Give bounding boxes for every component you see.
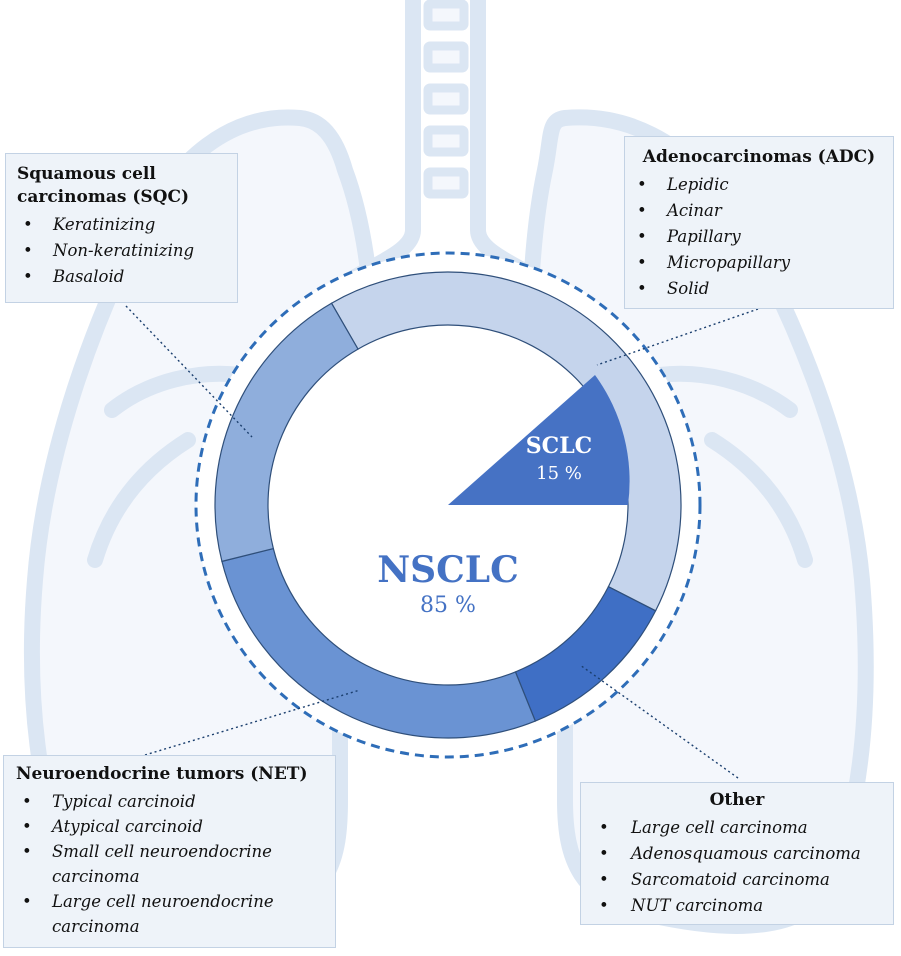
- adc-segment: [330, 271, 682, 612]
- list-item: Acinar: [631, 198, 893, 224]
- adc-title: Adenocarcinomas (ADC): [642, 147, 876, 167]
- sqc-connector-line: [125, 305, 253, 438]
- net-list: Typical carcinoid Atypical carcinoid Sma…: [16, 789, 335, 939]
- sqc-list: Keratinizing Non-keratinizing Basaloid: [17, 212, 237, 290]
- sclc-label: SCLC: [525, 433, 593, 459]
- nsclc-label: NSCLC: [377, 549, 519, 591]
- trachea-rings: [423, 0, 469, 199]
- other-list: Large cell carcinoma Adenosquamous carci…: [587, 815, 893, 919]
- list-item: Papillary: [631, 224, 893, 250]
- list-item: Small cell neuroendocrine carcinoma: [16, 839, 314, 889]
- sqc-segment: [214, 302, 359, 563]
- list-item: Solid: [631, 276, 893, 302]
- list-item: Lepidic: [631, 172, 893, 198]
- list-item: Adenosquamous carcinoma: [587, 841, 893, 867]
- sclc-label-group: SCLC 15 %: [509, 431, 609, 487]
- sqc-title: Squamous cell carcinomas (SQC): [17, 164, 190, 207]
- adc-list: Lepidic Acinar Papillary Micropapillary …: [631, 172, 893, 302]
- adc-connector-line: [596, 308, 759, 366]
- adc-box: Adenocarcinomas (ADC) Lepidic Acinar Pap…: [624, 136, 894, 309]
- other-title: Other: [709, 790, 765, 810]
- list-item: Large cell neuroendocrine carcinoma: [16, 889, 314, 939]
- sqc-box: Squamous cell carcinomas (SQC) Keratiniz…: [5, 153, 238, 303]
- nsclc-percent: 85 %: [420, 593, 476, 618]
- list-item: Non-keratinizing: [17, 238, 237, 264]
- other-box: Other Large cell carcinoma Adenosquamous…: [580, 782, 894, 925]
- other-connector-line: [579, 664, 739, 779]
- nsclc-label-group: NSCLC 85 %: [368, 548, 528, 620]
- list-item: Keratinizing: [17, 212, 237, 238]
- nsclc-donut-ring: [214, 271, 682, 739]
- list-item: Micropapillary: [631, 250, 893, 276]
- list-item: Basaloid: [17, 264, 237, 290]
- list-item: Large cell carcinoma: [587, 815, 893, 841]
- sclc-wedge: [448, 375, 630, 505]
- sclc-percent: 15 %: [536, 463, 582, 484]
- net-title: Neuroendocrine tumors (NET): [16, 764, 308, 784]
- connector-lines: [125, 305, 759, 779]
- list-item: NUT carcinoma: [587, 893, 893, 919]
- list-item: Atypical carcinoid: [16, 814, 335, 839]
- net-box: Neuroendocrine tumors (NET) Typical carc…: [3, 755, 336, 948]
- list-item: Sarcomatoid carcinoma: [587, 867, 893, 893]
- list-item: Typical carcinoid: [16, 789, 335, 814]
